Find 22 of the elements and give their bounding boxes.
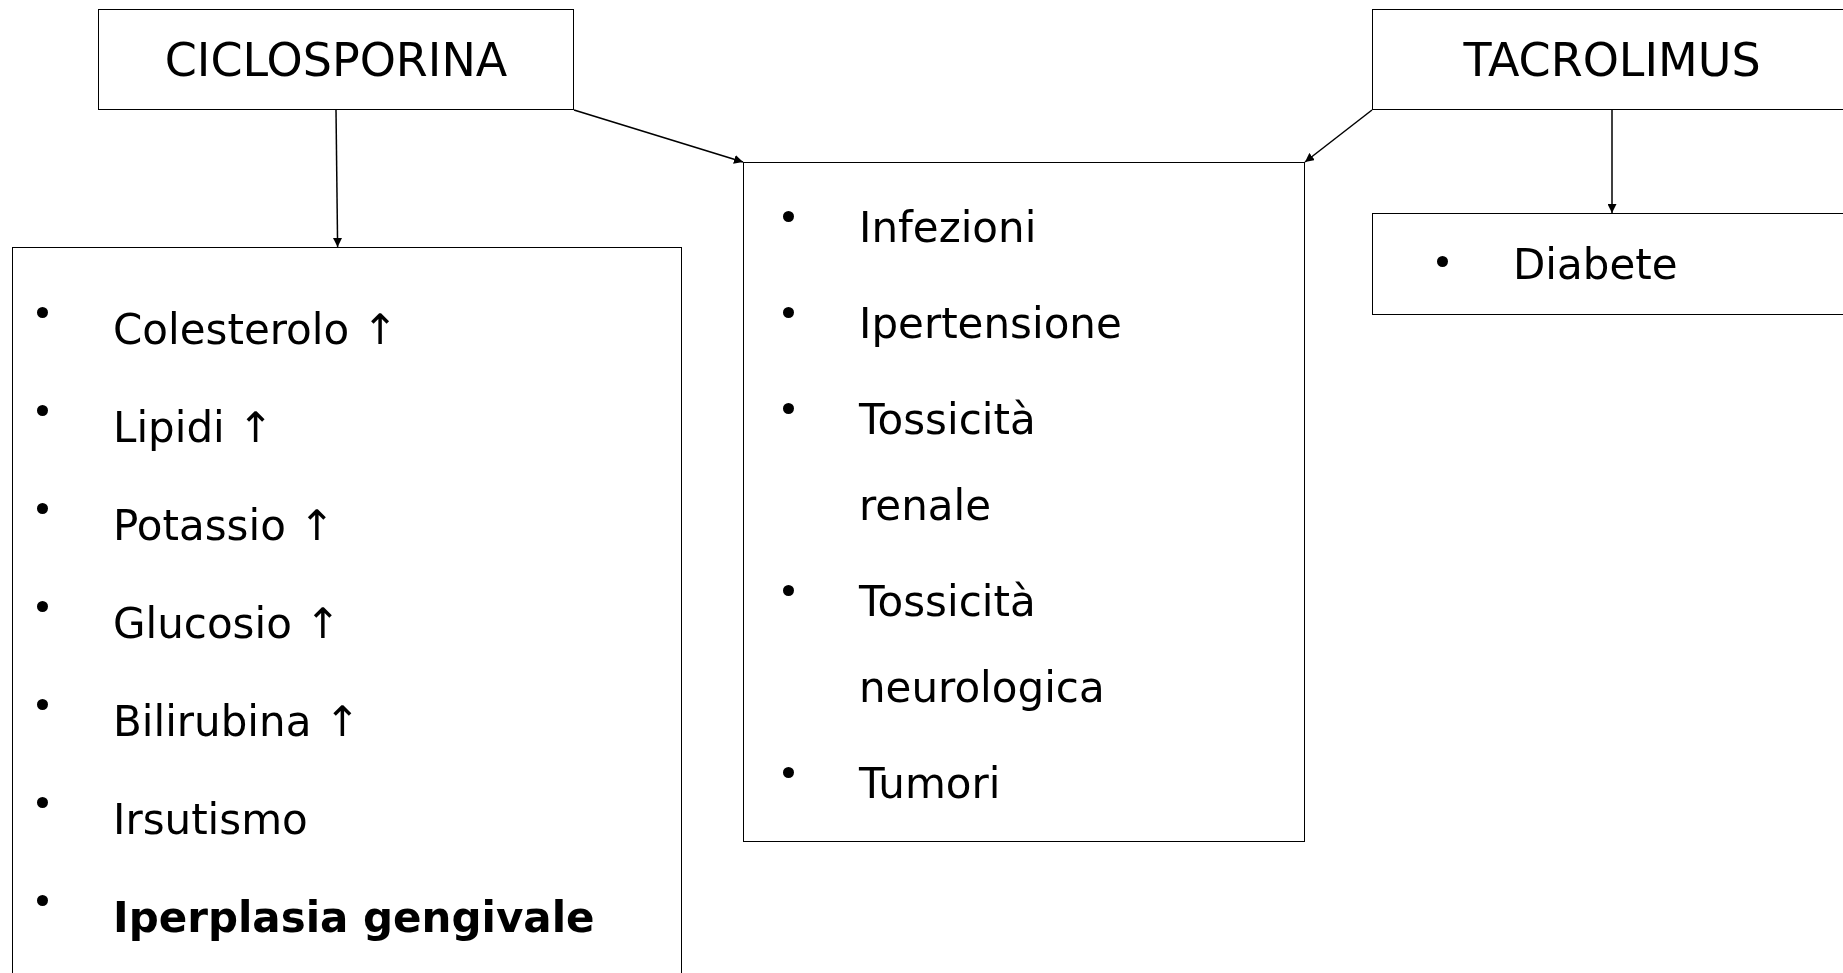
list-item: Lipidi ↑	[13, 379, 673, 477]
list-item: Tossicità neurologica	[759, 559, 1159, 731]
list-box	[743, 162, 1305, 842]
list-item: Iperplasia gengivale	[13, 869, 673, 967]
list-item: Potassio ↑	[13, 477, 673, 575]
list-item: Ipertensione	[759, 281, 1159, 367]
list-box	[12, 247, 682, 973]
list-item: Tumori	[759, 741, 1159, 827]
arrow	[1304, 109, 1373, 163]
arrow	[573, 109, 744, 164]
arrow	[1607, 109, 1617, 214]
drug-name-box: TACROLIMUS	[1372, 9, 1843, 110]
list-item: Irsutismo	[13, 771, 673, 869]
arrow	[333, 109, 342, 248]
list-box	[1372, 213, 1843, 315]
list-item: Tossicità renale	[759, 377, 1159, 549]
list-item: Bilirubina ↑	[13, 673, 673, 771]
list-item: Colesterolo ↑	[13, 281, 673, 379]
drug-name-box: CICLOSPORINA	[98, 9, 574, 110]
list-item: Glucosio ↑	[13, 575, 673, 673]
list-item: Diabete	[1413, 230, 1813, 300]
list-item: Infezioni	[759, 185, 1159, 271]
